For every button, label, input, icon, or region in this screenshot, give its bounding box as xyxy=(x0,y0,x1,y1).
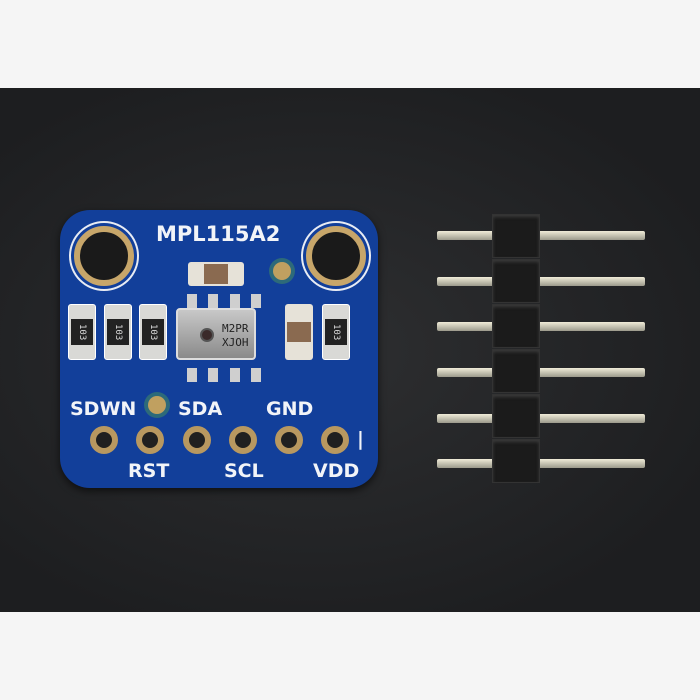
pin-pad xyxy=(136,426,164,454)
label-vdd: VDD xyxy=(313,460,360,482)
via-pad xyxy=(273,262,291,280)
sensor-port xyxy=(200,328,214,342)
label-rst: RST xyxy=(128,460,170,482)
capacitor-right xyxy=(285,304,313,360)
pin1-mark: | xyxy=(357,428,364,450)
label-sda: SDA xyxy=(178,398,223,420)
resistor: 103 xyxy=(322,304,350,360)
capacitor-top xyxy=(188,262,244,286)
resistor: 103 xyxy=(68,304,96,360)
resistor: 103 xyxy=(139,304,167,360)
label-scl: SCL xyxy=(224,460,264,482)
pin-pad xyxy=(275,426,303,454)
label-sdwn: SDWN xyxy=(70,398,137,420)
pin-pad xyxy=(90,426,118,454)
mounting-hole-right xyxy=(306,226,366,286)
board-title: MPL115A2 xyxy=(156,222,281,246)
via-pad xyxy=(148,396,166,414)
pin-pad xyxy=(183,426,211,454)
pin-pad xyxy=(321,426,349,454)
pin-pad xyxy=(229,426,257,454)
resistor: 103 xyxy=(104,304,132,360)
mounting-hole-left xyxy=(74,226,134,286)
label-gnd: GND xyxy=(266,398,314,420)
